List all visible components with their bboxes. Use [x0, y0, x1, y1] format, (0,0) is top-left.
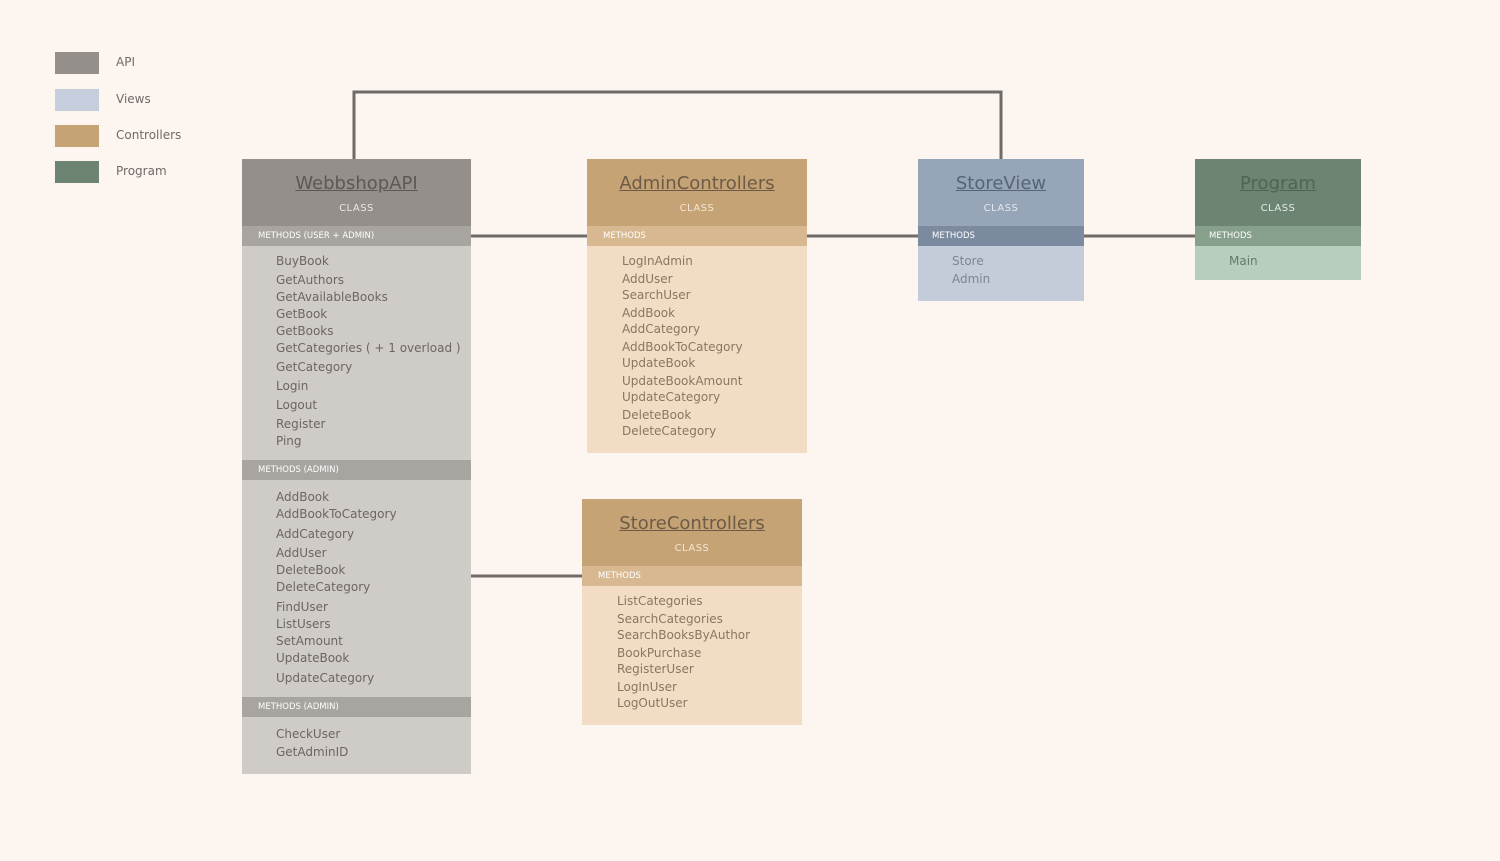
method-item: Logout — [276, 398, 318, 412]
methods-section-header: METHODS — [1195, 226, 1361, 246]
method-item: Register — [276, 417, 326, 431]
methods-section-header: METHODS — [582, 566, 802, 586]
method-item: AddBookToCategory — [276, 507, 397, 521]
methods-section: AddBook AddBookToCategory AddCategory Ad… — [242, 480, 471, 697]
legend-label: API — [116, 55, 135, 69]
methods-section: CheckUser GetAdminID — [242, 717, 471, 774]
method-item: UpdateCategory — [276, 671, 375, 685]
class-kind: CLASS — [983, 203, 1019, 214]
class-header: Program CLASS — [1195, 159, 1361, 226]
method-item: AddBookToCategory — [622, 340, 743, 354]
method-item: CheckUser — [276, 727, 341, 741]
method-item: LogOutUser — [617, 696, 688, 710]
class-kind: CLASS — [674, 543, 710, 554]
method-item: BuyBook — [276, 254, 329, 268]
class-kind: CLASS — [339, 203, 374, 214]
methods-section-header: METHODS (USER + ADMIN) — [242, 226, 471, 246]
methods-section: ListCategories SearchCategories SearchBo… — [582, 586, 802, 725]
method-item: GetAdminID — [276, 745, 349, 759]
method-item: UpdateBook — [276, 651, 350, 665]
methods-section: Store Admin — [918, 246, 1084, 301]
method-item: GetCategory — [276, 360, 353, 374]
class-box-store-view: StoreView CLASS METHODS Store Admin — [918, 159, 1084, 301]
class-box-store-controllers: StoreControllers CLASS METHODS ListCateg… — [582, 499, 802, 725]
method-item: AddCategory — [622, 322, 701, 336]
methods-section-header: METHODS — [587, 226, 807, 246]
method-item: SearchCategories — [617, 612, 723, 626]
class-box-admin-controllers: AdminControllers CLASS METHODS LogInAdmi… — [587, 159, 807, 453]
class-title: StoreControllers — [619, 513, 765, 534]
legend-label: Program — [116, 164, 167, 178]
method-item: AddCategory — [276, 527, 355, 541]
method-item: UpdateBook — [622, 356, 696, 370]
class-header: StoreControllers CLASS — [582, 499, 802, 566]
method-item: AddBook — [622, 306, 676, 320]
legend-label: Controllers — [116, 128, 182, 142]
method-item: ListUsers — [276, 617, 331, 631]
legend-swatch-views — [55, 89, 99, 111]
class-header: StoreView CLASS — [918, 159, 1084, 226]
method-item: BookPurchase — [617, 646, 702, 660]
legend-label: Views — [116, 92, 151, 106]
method-item: UpdateCategory — [622, 390, 721, 404]
class-title: WebbshopAPI — [295, 173, 418, 194]
method-item: GetAvailableBooks — [276, 290, 388, 304]
method-item: Main — [1229, 254, 1258, 268]
methods-section: Main — [1195, 246, 1361, 280]
method-item: GetAuthors — [276, 273, 345, 287]
method-item: AddUser — [622, 272, 673, 286]
method-item: DeleteCategory — [276, 580, 371, 594]
method-item: Store — [952, 254, 984, 268]
method-item: DeleteBook — [622, 408, 692, 422]
method-item: Admin — [952, 272, 991, 286]
method-item: DeleteBook — [276, 563, 346, 577]
legend-swatch-program — [55, 161, 99, 183]
method-item: SetAmount — [276, 634, 343, 648]
method-item: LogInUser — [617, 680, 677, 694]
method-item: GetCategories ( + 1 overload ) — [276, 341, 461, 355]
method-item: FindUser — [276, 600, 328, 614]
method-item: AddBook — [276, 490, 330, 504]
method-item: SearchBooksByAuthor — [617, 628, 751, 642]
class-title: AdminControllers — [619, 173, 775, 194]
method-item: Ping — [276, 434, 302, 448]
method-item: RegisterUser — [617, 662, 694, 676]
methods-section-header: METHODS (ADMIN) — [242, 697, 471, 717]
method-item: ListCategories — [617, 594, 703, 608]
class-title: Program — [1240, 173, 1316, 194]
methods-section: LogInAdmin AddUser SearchUser AddBook Ad… — [587, 246, 807, 453]
connector-api-to-storeview — [352, 90, 1003, 159]
method-item: DeleteCategory — [622, 424, 717, 438]
method-item: AddUser — [276, 546, 327, 560]
method-item: UpdateBookAmount — [622, 374, 743, 388]
legend-swatch-api — [55, 52, 99, 74]
methods-section-header: METHODS — [918, 226, 1084, 246]
method-item: GetBook — [276, 307, 328, 321]
method-item: GetBooks — [276, 324, 334, 338]
method-item: LogInAdmin — [622, 254, 693, 268]
method-item: Login — [276, 379, 309, 393]
class-box-program: Program CLASS METHODS Main — [1195, 159, 1361, 280]
class-kind: CLASS — [1260, 203, 1296, 214]
methods-section-header: METHODS (ADMIN) — [242, 460, 471, 480]
class-title: StoreView — [955, 173, 1047, 194]
class-header: AdminControllers CLASS — [587, 159, 807, 226]
class-header: WebbshopAPI CLASS — [242, 159, 471, 226]
legend-swatch-controllers — [55, 125, 99, 147]
methods-section: BuyBook GetAuthors GetAvailableBooks Get… — [242, 246, 471, 460]
method-item: SearchUser — [622, 288, 691, 302]
class-kind: CLASS — [679, 203, 715, 214]
class-box-webbshop-api: WebbshopAPI CLASS METHODS (USER + ADMIN)… — [242, 159, 471, 774]
